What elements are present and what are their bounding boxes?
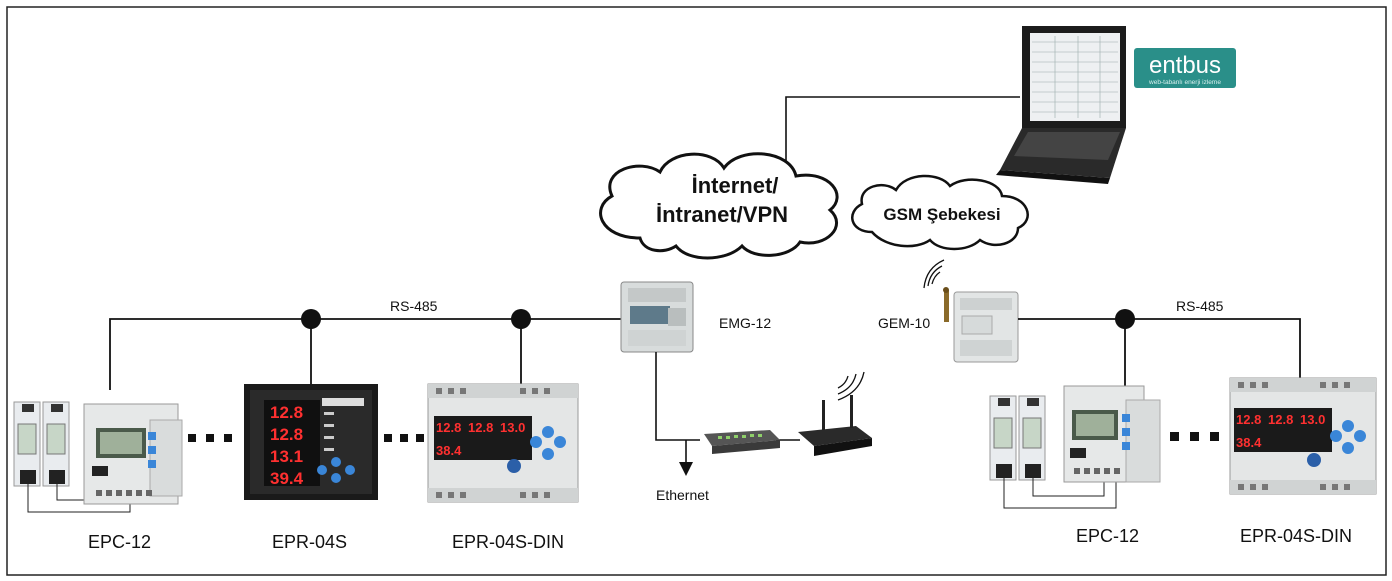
diagram-border: [6, 6, 1387, 576]
gem-10-label: GEM-10: [878, 315, 930, 331]
wifi-signal-icon: [837, 371, 865, 401]
din-meter-icon: [42, 401, 70, 487]
gsm-label: GSM Şebekesi: [883, 205, 1000, 224]
epc-12-device-icon: [83, 403, 183, 505]
epr-reading-1: 12.8: [270, 403, 303, 422]
continuation-dots: [384, 434, 424, 442]
epr-04s-device-icon: [244, 384, 378, 500]
left-rs485-bus: [109, 318, 622, 390]
right-epr-04s-din-label: EPR-04S-DIN: [1240, 526, 1352, 546]
right-din-reading-2: 12.8: [1268, 412, 1293, 427]
bus-node: [511, 309, 531, 329]
right-din-reading-3: 13.0: [1300, 412, 1325, 427]
internet-label-line2: İntranet/VPN: [656, 202, 788, 227]
meter-wiring: [1003, 478, 1117, 509]
epr-reading-4: 39.4: [270, 469, 304, 488]
epr-04s-din-device-icon: [427, 383, 579, 503]
svg-text:web-tabanlı enerji izleme: web-tabanlı enerji izleme: [1148, 79, 1221, 86]
gsm-cloud: GSM Şebekesi: [851, 174, 1029, 251]
gem-10-gateway-icon: [943, 287, 1019, 363]
right-epc-12-label: EPC-12: [1076, 526, 1139, 546]
emg-12-gateway-icon: [620, 281, 694, 353]
right-din-reading-4: 38.4: [1236, 435, 1262, 450]
din-reading-4: 38.4: [436, 443, 462, 458]
epr-04s-din-device-icon: [1229, 377, 1377, 495]
entbus-logo: entbus web-tabanlı enerji izleme: [1134, 48, 1236, 88]
svg-text:entbus: entbus: [1149, 52, 1221, 79]
bus-node: [301, 309, 321, 329]
left-epr-04s-din-label: EPR-04S-DIN: [452, 532, 564, 552]
wireless-router-icon: [798, 395, 872, 456]
continuation-dots: [188, 434, 232, 442]
right-din-reading-1: 12.8: [1236, 412, 1261, 427]
din-reading-1: 12.8: [436, 420, 461, 435]
left-epr-04s-label: EPR-04S: [272, 532, 347, 552]
epc-12-device-icon: [1063, 385, 1161, 483]
internet-label-line1: İnternet/: [692, 173, 779, 198]
din-meter-icon: [13, 401, 41, 487]
epr-reading-3: 13.1: [270, 447, 303, 466]
bus-node: [1115, 309, 1135, 329]
gsm-signal-icon: [923, 259, 945, 289]
continuation-dots: [1170, 432, 1219, 441]
meter-wiring: [1032, 478, 1105, 497]
left-epc-12-label: EPC-12: [88, 532, 151, 552]
din-meter-icon: [1018, 395, 1046, 481]
din-meter-icon: [989, 395, 1017, 481]
din-reading-3: 13.0: [500, 420, 525, 435]
network-switch-icon: [704, 430, 780, 454]
ethernet-arrow-icon: [679, 462, 693, 476]
din-reading-2: 12.8: [468, 420, 493, 435]
left-rs485-label: RS-485: [390, 298, 438, 314]
right-rs485-label: RS-485: [1176, 298, 1224, 314]
ethernet-label: Ethernet: [656, 487, 709, 503]
laptop-icon: [996, 26, 1126, 184]
laptop-link: [785, 96, 1020, 168]
emg-12-label: EMG-12: [719, 315, 771, 331]
internet-cloud: İnternet/ İntranet/VPN: [599, 152, 839, 260]
epr-reading-2: 12.8: [270, 425, 303, 444]
right-rs485-bus: [1018, 318, 1301, 388]
